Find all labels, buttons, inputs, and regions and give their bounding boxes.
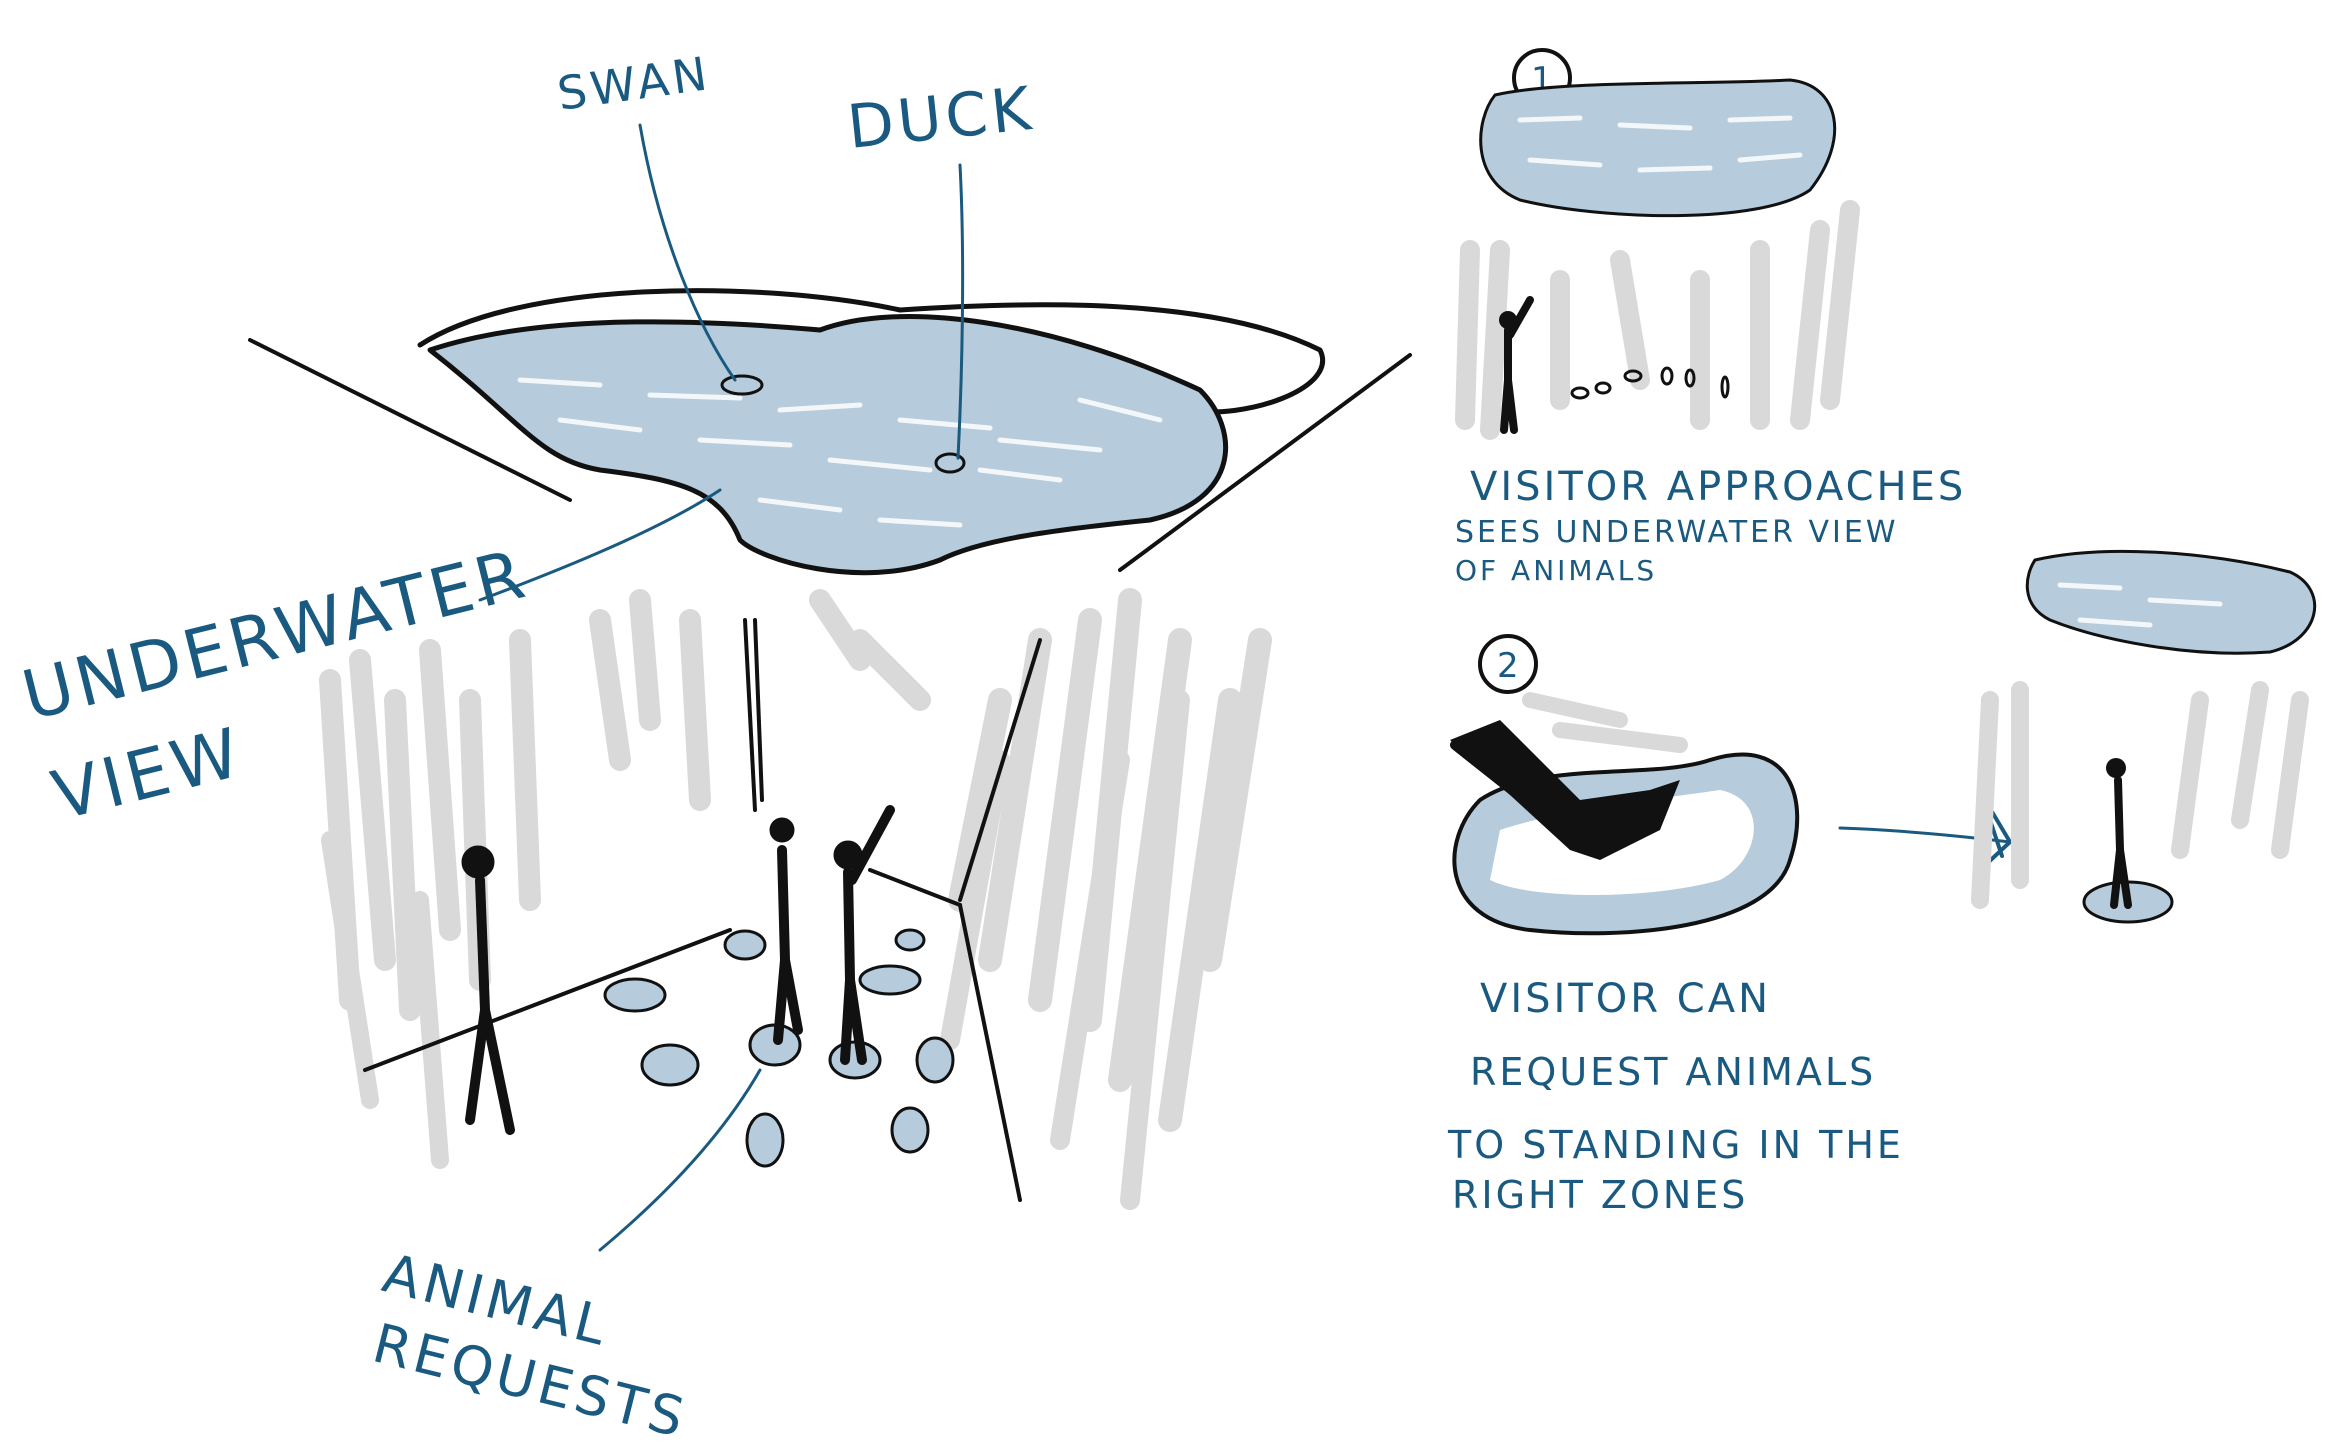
duck-label: DUCK [844,74,1038,163]
step-2-illustration: 2 [1450,551,2315,933]
step-1-line-3: OF ANIMALS [1455,554,1657,587]
step-2-number: 2 [1497,646,1522,686]
step-2-line-1: VISITOR CAN [1480,976,1771,1022]
main-scene [250,125,1410,1250]
underwater-view-label-line1: UNDERWATER [15,535,536,737]
step-2-line-2: REQUEST ANIMALS [1470,1050,1876,1094]
underwater-view-label-line2: VIEW [45,713,251,836]
swan-label: SWAN [554,46,714,121]
step-1-line-1: VISITOR APPROACHES [1470,464,1966,510]
step-2-line-4: RIGHT ZONES [1452,1173,1748,1217]
step-2-line-3: TO STANDING IN THE [1447,1123,1904,1167]
step-1-illustration: 1 [1465,50,1850,430]
step-1-line-2: SEES UNDERWATER VIEW [1455,515,1898,550]
floor-zones [605,930,953,1166]
